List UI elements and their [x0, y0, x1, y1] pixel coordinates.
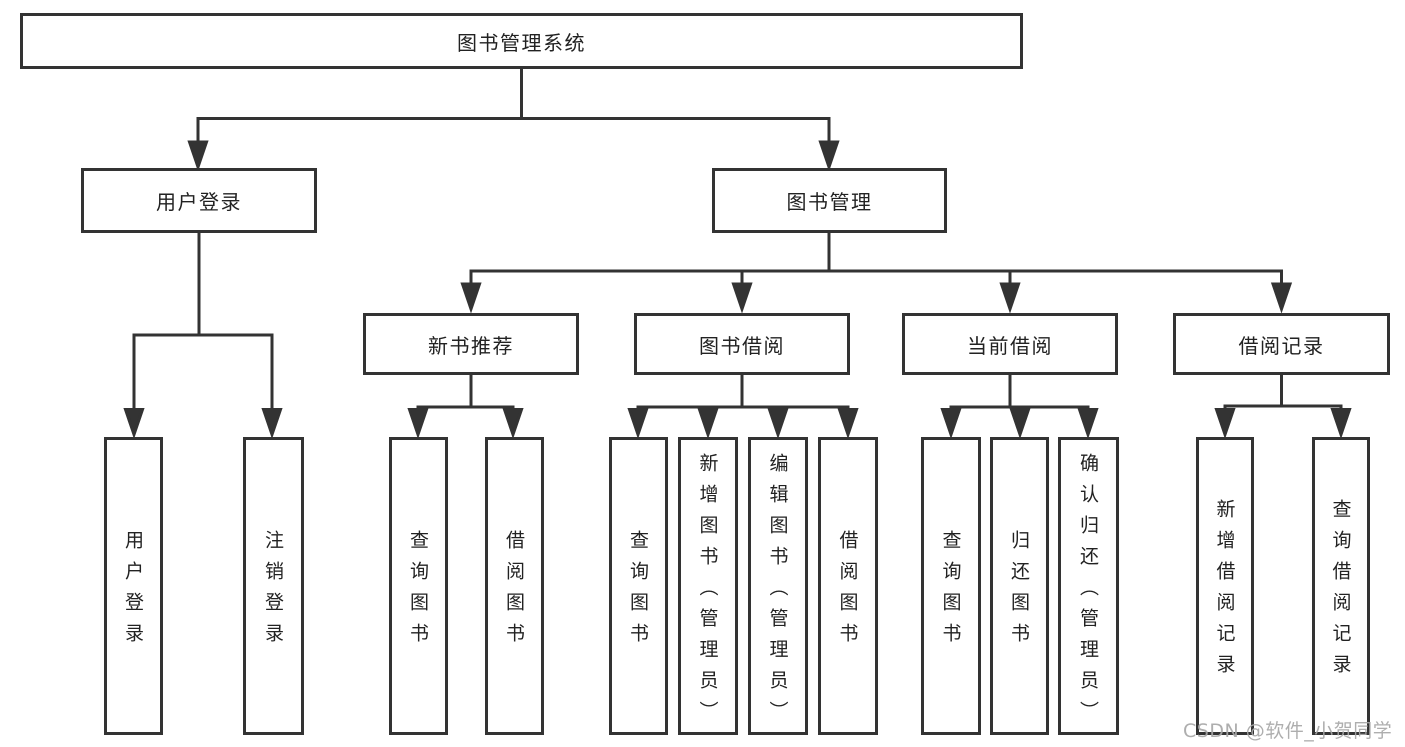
node-label: 借阅图书 [836, 530, 859, 654]
leaf-logout: 注销登录 [243, 437, 304, 735]
node-new-book-recommend: 新书推荐 [363, 313, 579, 375]
node-label: 图书管理系统 [457, 30, 586, 55]
leaf-return-book: 归还图书 [990, 437, 1049, 735]
leaf-user-login: 用户登录 [104, 437, 163, 735]
leaf-query-book-current: 查询图书 [921, 437, 981, 735]
node-root: 图书管理系统 [20, 13, 1023, 69]
leaf-query-book-recommend: 查询图书 [389, 437, 448, 735]
node-label: 图书管理 [786, 190, 873, 214]
leaf-borrow-book: 借阅图书 [818, 437, 878, 735]
node-label: 新书推荐 [428, 333, 514, 358]
node-label: 新增图书（管理员） [696, 452, 719, 732]
node-label: 借阅记录 [1238, 333, 1325, 358]
node-label: 注销登录 [262, 530, 284, 654]
leaf-borrow-book-recommend: 借阅图书 [485, 437, 544, 735]
leaf-add-borrow-record: 新增借阅记录 [1196, 437, 1254, 735]
leaf-confirm-return-admin: 确认归还（管理员） [1058, 437, 1119, 735]
node-label: 当前借阅 [967, 333, 1053, 358]
leaf-query-book-borrow: 查询图书 [609, 437, 668, 735]
node-label: 用户登录 [156, 190, 242, 214]
leaf-add-book-admin: 新增图书（管理员） [678, 437, 738, 735]
node-label: 图书借阅 [699, 333, 785, 358]
node-book-borrow: 图书借阅 [634, 313, 850, 375]
node-user-login: 用户登录 [81, 168, 317, 233]
node-label: 查询借阅记录 [1329, 499, 1352, 685]
watermark-text: CSDN @软件_小贺同学 [1183, 720, 1393, 742]
node-label: 查询图书 [939, 530, 962, 654]
node-label: 新增借阅记录 [1213, 499, 1236, 685]
node-current-borrow: 当前借阅 [902, 313, 1118, 375]
node-borrow-record: 借阅记录 [1173, 313, 1390, 375]
node-label: 编辑图书（管理员） [766, 452, 789, 732]
node-label: 归还图书 [1008, 530, 1030, 654]
node-label: 用户登录 [122, 530, 144, 654]
node-label: 确认归还（管理员） [1077, 452, 1099, 732]
node-label: 查询图书 [627, 530, 649, 654]
leaf-edit-book-admin: 编辑图书（管理员） [748, 437, 808, 735]
node-label: 查询图书 [407, 530, 429, 654]
node-book-management: 图书管理 [712, 168, 947, 233]
node-label: 借阅图书 [503, 530, 525, 654]
leaf-query-borrow-record: 查询借阅记录 [1312, 437, 1370, 735]
